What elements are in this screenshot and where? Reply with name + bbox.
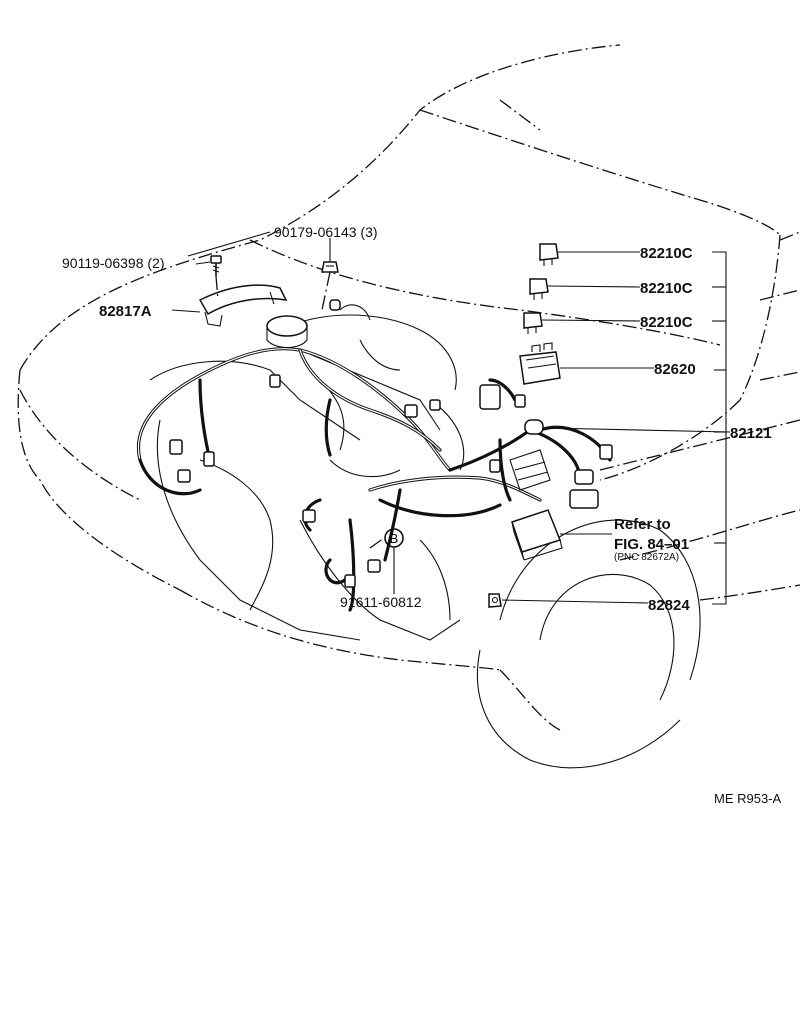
label-refer-pnc: (PNC 82672A) — [614, 552, 679, 563]
figure-code: ME R953-A — [714, 791, 782, 806]
relay-icon — [539, 243, 559, 266]
label-relay-82210c-3: 82210C — [640, 314, 693, 331]
label-relay-82210c-2: 82210C — [640, 280, 693, 297]
label-clip-90179: 90179-06143 (3) — [274, 224, 378, 240]
relay-block-icon — [519, 342, 561, 385]
label-refer-fig: FIG. 84–01 — [614, 536, 689, 553]
part-labels: 90119-06398 (2) 90179-06143 (3) 82817A 8… — [62, 224, 782, 806]
harness-connectors — [169, 299, 613, 588]
vehicle-body-outline — [17, 44, 800, 731]
grommet — [524, 419, 544, 435]
circle-b-letter: B — [390, 531, 399, 546]
label-refer-to: Refer to — [614, 516, 671, 533]
clip-icon — [321, 261, 339, 273]
label-relay-82210c-1: 82210C — [640, 245, 693, 262]
label-harness-82121: 82121 — [730, 425, 772, 442]
label-bolt-90119: 90119-06398 (2) — [62, 255, 164, 271]
main-connector — [479, 384, 501, 410]
circle-b-mark: B — [384, 528, 404, 548]
leader-lines — [171, 231, 731, 605]
engine-block — [149, 314, 465, 641]
relay-icon — [529, 278, 549, 300]
relay-icon — [523, 312, 543, 334]
harness-bracket-part — [198, 284, 288, 327]
label-clamp-82824: 82824 — [648, 597, 690, 614]
clamp-icon — [488, 593, 502, 608]
reservoir-cap — [266, 315, 308, 337]
bolt-icon — [210, 255, 222, 276]
ecu-box-icon — [511, 509, 563, 561]
label-relay-block-82620: 82620 — [654, 361, 696, 378]
front-wheel — [476, 519, 701, 769]
label-bolt-91611: 91611-60812 — [340, 594, 422, 610]
label-bracket-82817a: 82817A — [99, 303, 152, 320]
